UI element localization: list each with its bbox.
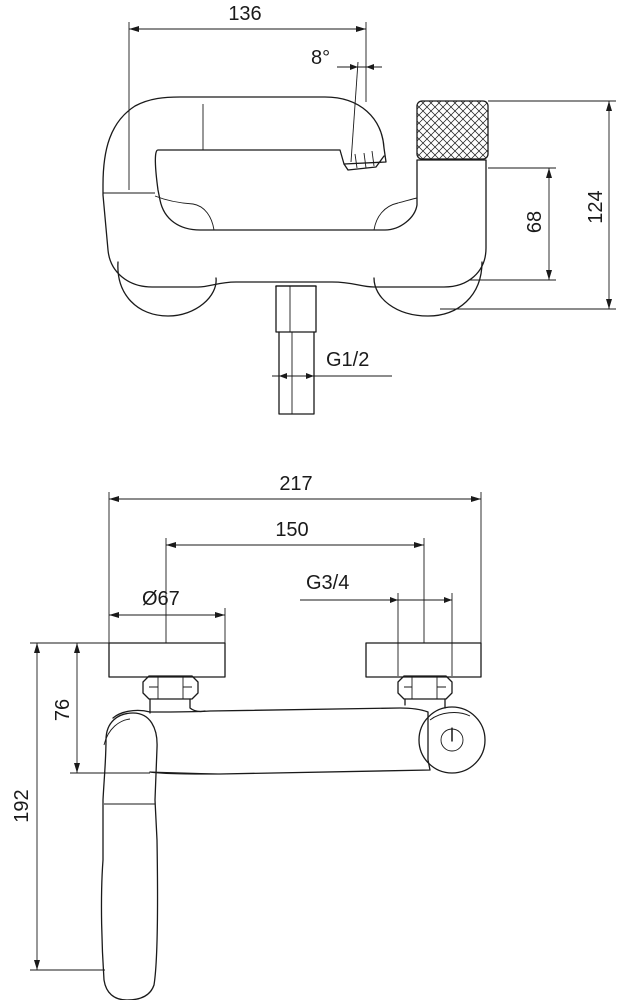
spout-outline — [100, 712, 159, 1000]
dim-136-label: 136 — [228, 3, 261, 25]
knurled-handle — [416, 100, 489, 160]
dim-76-label: 76 — [52, 699, 74, 721]
dim-68: 68 — [470, 167, 556, 281]
side-view: 136 8° 124 68 — [102, 3, 616, 415]
connection-nut — [275, 285, 317, 333]
connection-pipe — [278, 331, 315, 415]
dim-192: 192 — [11, 642, 109, 971]
dim-g12: G1/2 — [272, 349, 392, 379]
dim-217-label: 217 — [279, 473, 312, 495]
knurl-pattern — [417, 101, 488, 159]
spout-top-highlight — [103, 718, 131, 746]
right-hex-nut — [397, 675, 453, 700]
dim-76: 76 — [52, 642, 150, 774]
dim-8deg: 8° — [311, 47, 382, 163]
left-flange-outline — [117, 261, 217, 317]
dim-d67-label: Ø67 — [142, 588, 180, 610]
aerator-line-1 — [354, 153, 358, 169]
dim-124-label: 124 — [585, 190, 607, 223]
mixer-body-outline — [102, 96, 487, 288]
aerator-line-3 — [371, 150, 375, 167]
right-wall-flange — [365, 642, 482, 678]
top-view: 217 150 Ø67 G3/4 — [11, 473, 486, 1000]
left-connector — [149, 698, 206, 714]
body-inner-left-contour — [154, 195, 215, 231]
aerator-tip — [343, 155, 385, 171]
dim-g34: G3/4 — [300, 572, 453, 676]
dim-68-label: 68 — [524, 211, 546, 233]
right-connector — [404, 698, 446, 709]
dim-g12-label: G1/2 — [326, 349, 369, 371]
handle-knob — [418, 706, 486, 774]
dim-136: 136 — [128, 3, 367, 190]
body-lower-edge — [149, 771, 219, 775]
dim-124: 124 — [440, 100, 616, 310]
dim-150: 150 — [165, 519, 425, 643]
dim-8deg-label: 8° — [311, 47, 330, 69]
left-hex-nut — [142, 675, 199, 700]
body-inner-right-contour — [373, 197, 418, 231]
dim-d67: Ø67 — [109, 588, 226, 643]
dim-217: 217 — [108, 473, 482, 643]
aerator-line-2 — [363, 152, 367, 169]
dim-g34-label: G3/4 — [306, 572, 349, 594]
right-flange-outline — [373, 261, 483, 317]
dim-192-label: 192 — [11, 789, 33, 822]
top-body-outline — [112, 707, 431, 775]
left-wall-flange — [108, 642, 226, 678]
power-symbol-gap — [447, 725, 457, 728]
dim-150-label: 150 — [275, 519, 308, 541]
knob-highlight — [429, 712, 471, 721]
